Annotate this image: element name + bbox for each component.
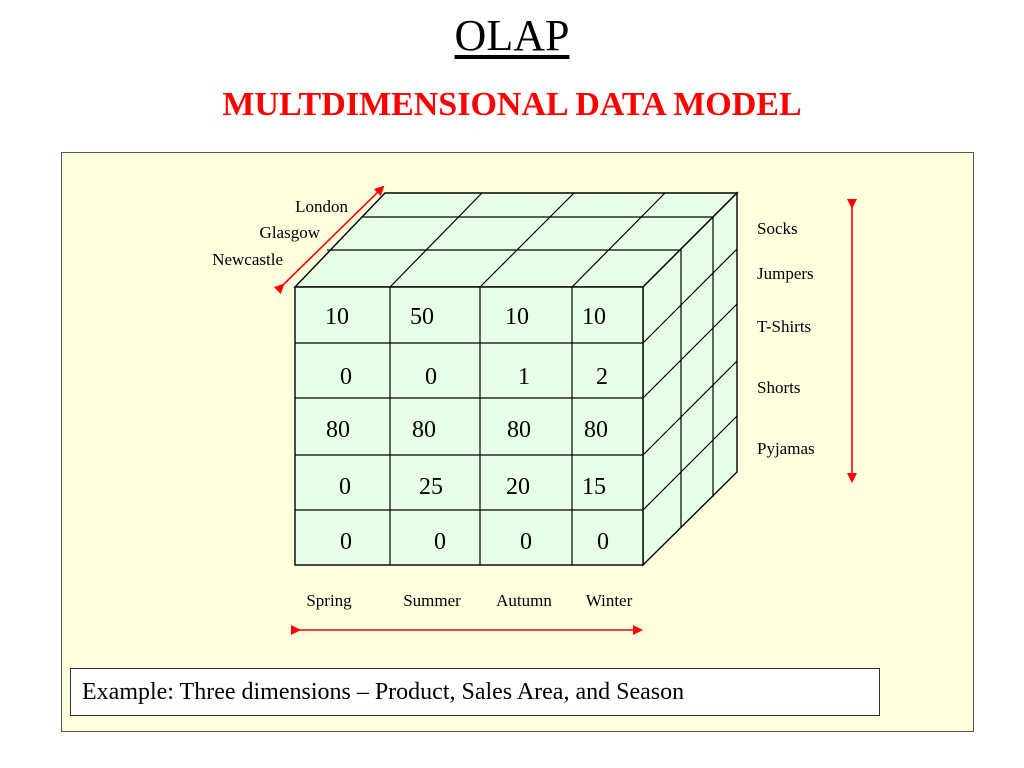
season-label: Winter xyxy=(586,591,633,610)
cell-value: 80 xyxy=(507,417,531,443)
cell-value: 80 xyxy=(412,417,436,443)
cell-value: 10 xyxy=(505,304,529,330)
cell-value: 10 xyxy=(582,304,606,330)
cube-values: 10 50 10 10 0 0 1 2 80 80 80 80 0 25 20 … xyxy=(325,304,609,555)
season-label: Spring xyxy=(306,591,352,610)
example-caption: Example: Three dimensions – Product, Sal… xyxy=(70,668,880,716)
product-label: T-Shirts xyxy=(757,317,811,336)
season-label: Autumn xyxy=(496,591,552,610)
product-label: Jumpers xyxy=(757,264,814,283)
cell-value: 0 xyxy=(339,474,351,500)
page-subtitle: MULTDIMENSIONAL DATA MODEL xyxy=(222,86,802,123)
cell-value: 80 xyxy=(326,417,350,443)
cell-value: 0 xyxy=(597,529,609,555)
cell-value: 0 xyxy=(520,529,532,555)
cube-front-face xyxy=(294,286,644,566)
cube-top-grid xyxy=(327,192,713,288)
cube-side-grid xyxy=(642,217,738,528)
season-label: Summer xyxy=(403,591,461,610)
area-label: London xyxy=(295,197,348,216)
product-label: Shorts xyxy=(757,378,800,397)
season-labels: Spring Summer Autumn Winter xyxy=(306,591,632,610)
product-labels: Socks Jumpers T-Shirts Shorts Pyjamas xyxy=(757,219,815,458)
cell-value: 0 xyxy=(340,529,352,555)
cell-value: 0 xyxy=(340,364,352,390)
cell-value: 0 xyxy=(434,529,446,555)
cell-value: 80 xyxy=(584,417,608,443)
area-label: Glasgow xyxy=(260,223,321,242)
cell-value: 50 xyxy=(410,304,434,330)
product-label: Pyjamas xyxy=(757,439,815,458)
sales-area-arrow xyxy=(273,185,385,295)
cell-value: 0 xyxy=(425,364,437,390)
cell-value: 15 xyxy=(582,474,606,500)
area-label: Newcastle xyxy=(212,250,283,269)
page-title: OLAP xyxy=(454,11,570,60)
product-label: Socks xyxy=(757,219,798,238)
cell-value: 25 xyxy=(419,474,443,500)
cell-value: 10 xyxy=(325,304,349,330)
cell-value: 2 xyxy=(596,364,608,390)
cell-value: 1 xyxy=(518,364,530,390)
cell-value: 20 xyxy=(506,474,530,500)
cube-front-grid xyxy=(295,287,643,565)
